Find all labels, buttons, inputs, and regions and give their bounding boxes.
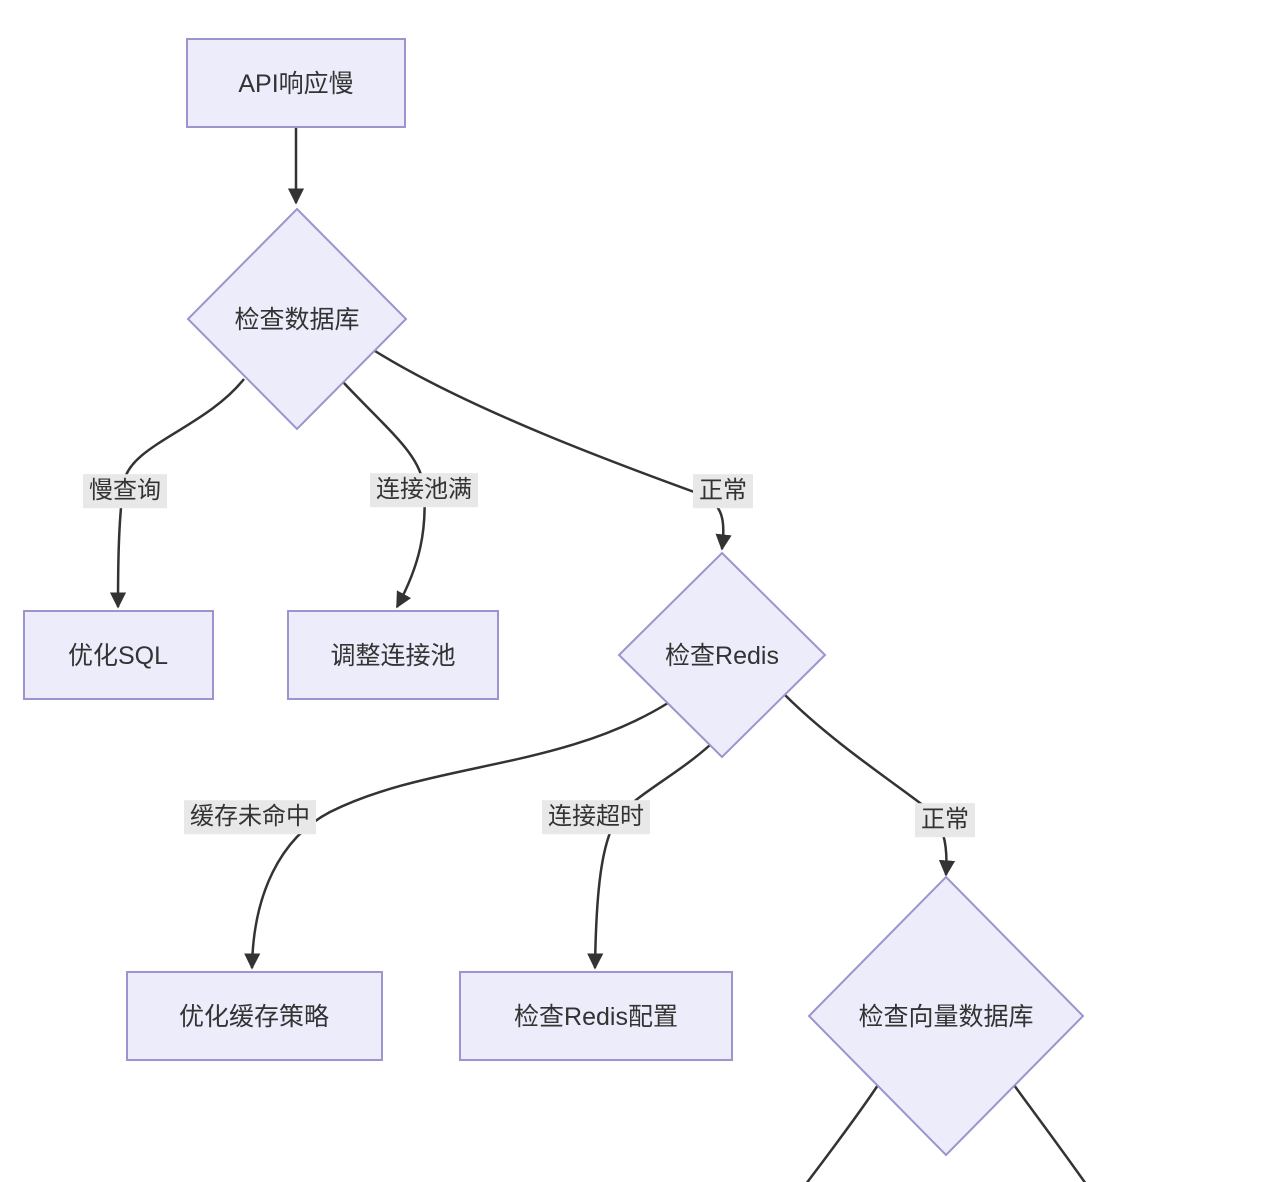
edge-label-pool-full: 连接池满 bbox=[370, 473, 478, 507]
node-adjust-connection-pool: 调整连接池 bbox=[287, 610, 499, 700]
node-adjust-connection-pool-shape bbox=[287, 610, 499, 700]
node-check-database-shape bbox=[186, 207, 408, 431]
node-check-database: 检查数据库 bbox=[186, 207, 408, 431]
node-optimize-sql: 优化SQL bbox=[23, 610, 214, 700]
edge-label-db-normal: 正常 bbox=[693, 474, 753, 508]
node-optimize-sql-label: 优化SQL bbox=[68, 642, 168, 670]
node-check-vector-db-shape bbox=[807, 875, 1085, 1157]
node-optimize-cache-strategy-shape bbox=[126, 971, 383, 1061]
edge-redis-normal bbox=[784, 694, 956, 877]
node-check-redis: 检查Redis bbox=[617, 551, 827, 759]
nodes-layer: API响应慢 检查数据库 优化SQL 调整连接池 检查Redis 优化缓存策略 bbox=[23, 38, 1085, 1157]
edge-vector-db-right-offscreen bbox=[1012, 1084, 1087, 1182]
node-adjust-connection-pool-label: 调整连接池 bbox=[330, 642, 455, 670]
node-check-redis-shape bbox=[617, 551, 827, 759]
edge-label-cache-miss: 缓存未命中 bbox=[184, 800, 316, 834]
node-check-vector-db-label: 检查向量数据库 bbox=[858, 1003, 1033, 1031]
node-check-redis-label: 检查Redis bbox=[665, 642, 779, 670]
edge-vector-db-left-offscreen bbox=[805, 1084, 880, 1182]
edge-db-normal bbox=[374, 349, 732, 551]
node-api-slow-shape bbox=[186, 38, 406, 128]
node-check-redis-config-label: 检查Redis配置 bbox=[514, 1003, 678, 1031]
node-optimize-cache-strategy-label: 优化缓存策略 bbox=[179, 1003, 329, 1031]
edge-label-conn-timeout: 连接超时 bbox=[542, 800, 650, 834]
node-check-redis-config: 检查Redis配置 bbox=[459, 971, 733, 1061]
edge-cache-miss bbox=[244, 701, 669, 970]
node-optimize-sql-shape bbox=[23, 610, 214, 700]
edge-label-redis-normal: 正常 bbox=[915, 803, 975, 837]
node-api-slow-label: API响应慢 bbox=[238, 70, 353, 98]
node-check-database-label: 检查数据库 bbox=[234, 306, 359, 334]
node-check-redis-config-shape bbox=[459, 971, 733, 1061]
node-optimize-cache-strategy: 优化缓存策略 bbox=[126, 971, 383, 1061]
node-api-slow: API响应慢 bbox=[186, 38, 406, 128]
edge-conn-timeout bbox=[587, 744, 711, 970]
edge-label-slow-query: 慢查询 bbox=[83, 474, 167, 508]
node-check-vector-db: 检查向量数据库 bbox=[807, 875, 1085, 1157]
